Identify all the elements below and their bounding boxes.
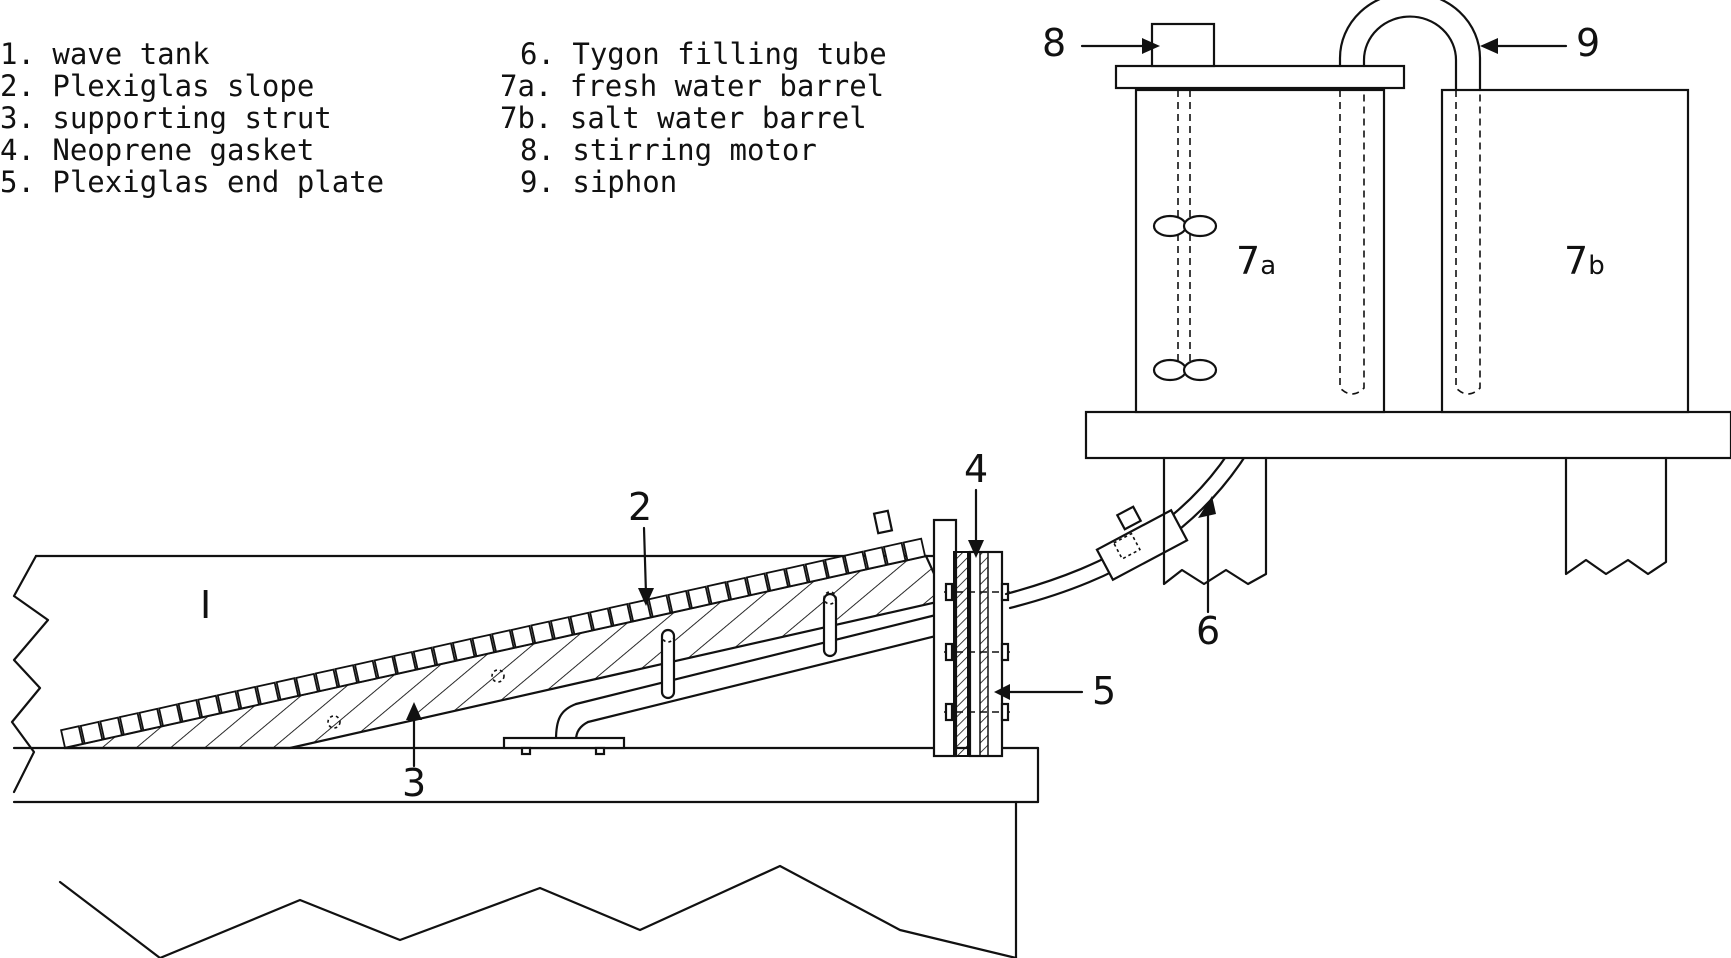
slope-block [647, 594, 672, 618]
inlet-pipe [502, 591, 954, 756]
slope-block [843, 550, 868, 575]
slope-block [275, 677, 300, 701]
slope-block [530, 620, 554, 645]
slope-block [471, 633, 496, 658]
slope-block [549, 616, 574, 640]
slope-block [236, 685, 261, 710]
slope-block [118, 712, 143, 736]
slope-block [451, 637, 476, 662]
slope-block [412, 646, 437, 671]
label-fresh-barrel: 7a [1236, 239, 1276, 283]
legend-item-7b: 7b. salt water barrel [500, 101, 867, 135]
slope-block [608, 602, 633, 627]
slope-block [158, 703, 182, 728]
legend-item-5: 5. Plexiglas end plate [0, 165, 384, 199]
legend-item-1: 1. wave tank [0, 37, 210, 71]
slope-block [510, 624, 535, 649]
slope-block [353, 659, 378, 684]
slope-clamp [872, 509, 894, 535]
slope-block [804, 559, 829, 584]
callout-end-plate: 5 [1092, 669, 1116, 713]
legend-item-3: 3. supporting strut [0, 101, 332, 135]
slope-block [726, 576, 750, 601]
label-salt-barrel: 7b [1564, 239, 1605, 283]
legend-right: 6. Tygon filling tube 7a. fresh water ba… [500, 37, 887, 199]
slope-block [177, 698, 202, 723]
legend-item-8: 8. stirring motor [520, 133, 817, 167]
salt-water-barrel [1440, 88, 1690, 414]
slope-block [334, 664, 359, 688]
callout-gasket: 4 [964, 447, 988, 491]
propeller-upper [1152, 214, 1218, 238]
callout-siphon: 9 [1576, 21, 1600, 65]
callout-slope: 2 [628, 485, 652, 529]
slope-block [589, 607, 613, 632]
slope-block [255, 681, 280, 706]
slope-block [863, 546, 887, 570]
slope-block [784, 563, 809, 588]
slope-block [60, 725, 84, 749]
wave-tank [10, 554, 1040, 958]
slope-block [138, 707, 163, 732]
slope-block [569, 611, 594, 636]
legend: 1. wave tank 2. Plexiglas slope 3. suppo… [0, 37, 887, 199]
slope-block [99, 716, 123, 741]
callout-strut: 3 [402, 761, 426, 805]
bolts [944, 582, 1010, 722]
slope-block [824, 554, 848, 579]
slope-block [882, 541, 907, 566]
slope-block [491, 629, 515, 653]
siphon [1338, 0, 1482, 92]
legend-item-2: 2. Plexiglas slope [0, 69, 314, 103]
slope-block [314, 668, 339, 693]
slope-block [686, 585, 711, 610]
legend-left: 1. wave tank 2. Plexiglas slope 3. suppo… [0, 37, 384, 199]
callout-filling-tube: 6 [1196, 609, 1220, 653]
barrel-stand [1084, 410, 1731, 586]
slope-block [628, 598, 652, 623]
slope-block [197, 694, 221, 719]
slope-block [295, 672, 319, 697]
end-plate-assembly [932, 518, 1010, 758]
legend-item-4: 4. Neoprene gasket [0, 133, 314, 167]
propeller-lower [1152, 358, 1218, 382]
slope-block [373, 655, 398, 680]
callout-wave-tank: I [200, 583, 211, 627]
neoprene-gasket [953, 551, 969, 757]
slope-block [667, 589, 692, 614]
slope-block [902, 537, 927, 562]
fresh-water-barrel [1134, 88, 1386, 414]
legend-item-7a: 7a. fresh water barrel [500, 69, 884, 103]
callout-motor: 8 [1042, 21, 1066, 65]
stirring-motor [1150, 22, 1216, 68]
slope-block [432, 642, 456, 666]
legend-item-9: 9. siphon [520, 165, 677, 199]
slope-block [216, 690, 241, 714]
slope-block [706, 581, 731, 605]
legend-item-6: 6. Tygon filling tube [520, 37, 887, 71]
slope-block [393, 650, 417, 675]
slope-block [765, 568, 790, 592]
slope-block [79, 720, 104, 745]
barrel-lid [1114, 64, 1406, 90]
slope-block [745, 572, 770, 597]
plexiglas-slope [60, 537, 927, 749]
